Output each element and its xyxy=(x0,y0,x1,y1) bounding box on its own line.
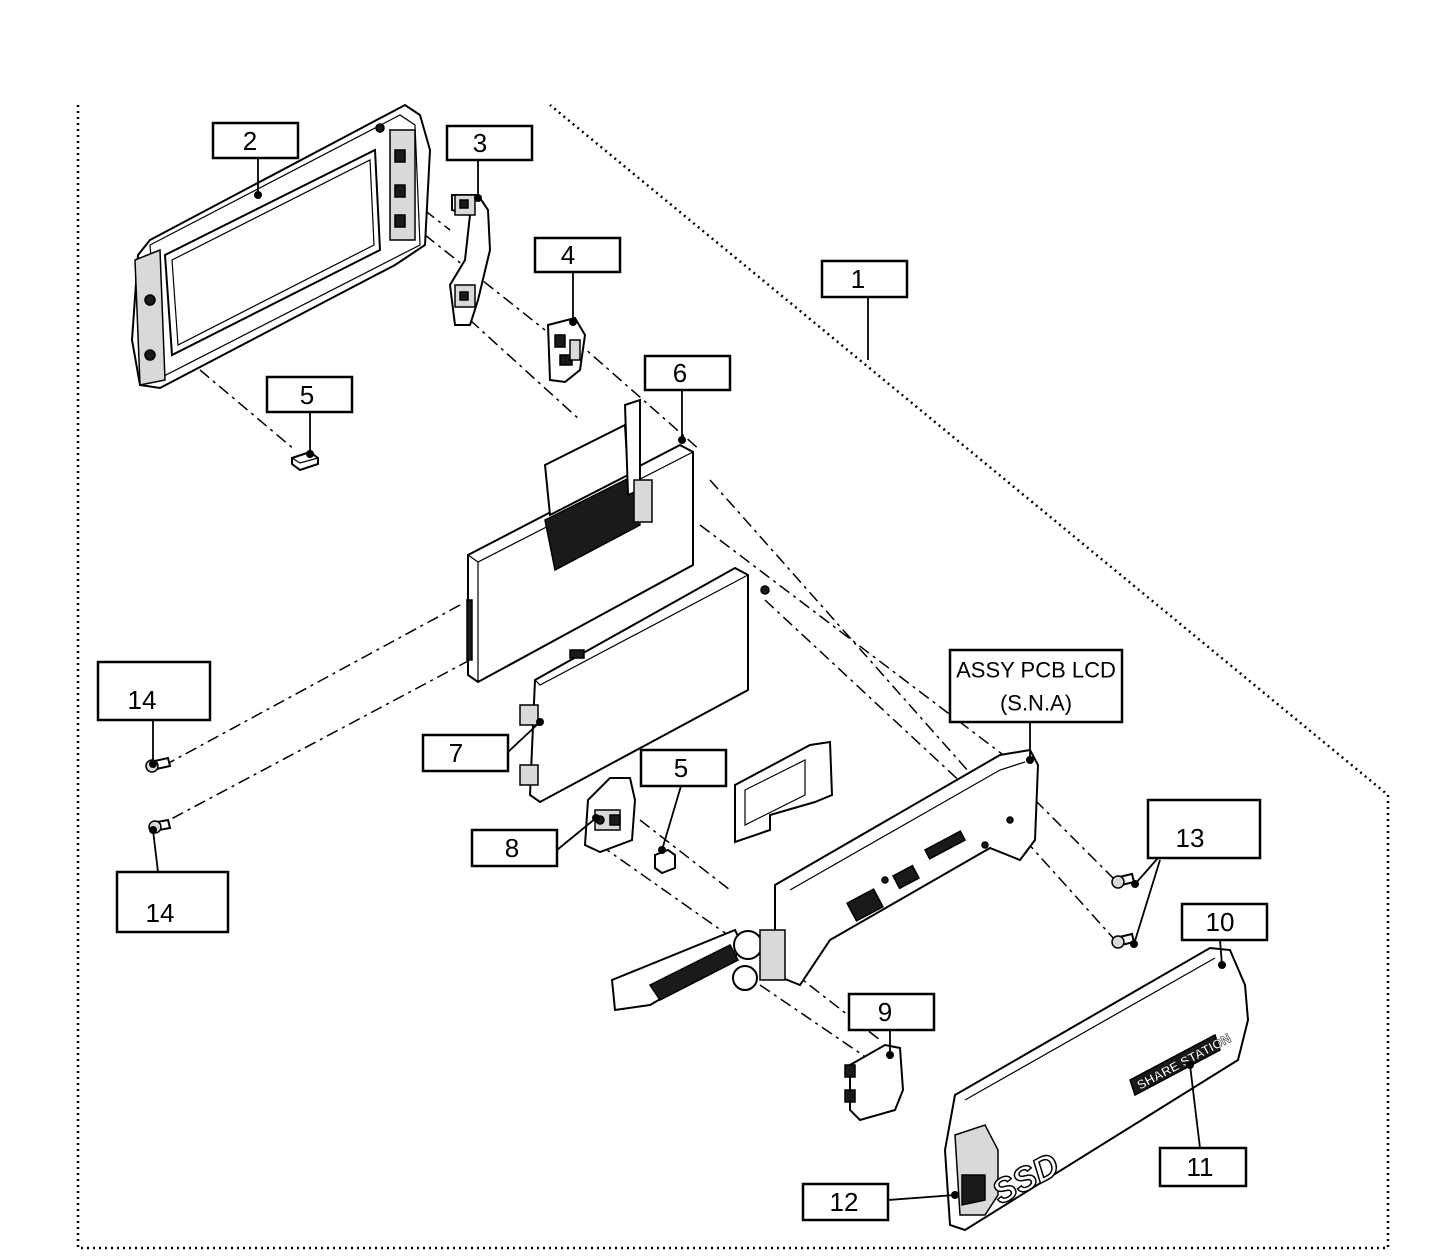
callout-5-lower: 5 xyxy=(639,748,728,788)
assy-label-line1: ASSY PCB LCD xyxy=(956,658,1116,683)
callout-5-upper: 5 xyxy=(265,375,354,414)
svg-text:6: 6 xyxy=(673,358,687,388)
callout-2: 2 xyxy=(211,121,300,160)
hinge-cover xyxy=(844,1043,905,1122)
assy-pcb-lcd xyxy=(610,740,1040,1012)
callout-12: 12 xyxy=(801,1182,890,1222)
svg-text:9: 9 xyxy=(878,997,892,1027)
cushion-upper xyxy=(291,450,319,472)
lcd-panel xyxy=(466,398,694,684)
svg-text:14: 14 xyxy=(146,898,175,928)
assy-label-line2: (S.N.A) xyxy=(1000,691,1072,716)
rear-cover: SSD SHARE STATION xyxy=(943,946,1250,1232)
hinge-bracket xyxy=(448,194,492,326)
svg-text:13: 13 xyxy=(1176,823,1205,853)
backlight-plate xyxy=(519,566,770,804)
small-bracket xyxy=(546,316,587,384)
svg-text:3: 3 xyxy=(473,128,487,158)
screw-13-upper xyxy=(1111,872,1136,889)
callout-10: 10 xyxy=(1180,902,1269,942)
svg-text:11: 11 xyxy=(1187,1152,1214,1182)
callout-4: 4 xyxy=(533,236,622,274)
callout-7: 7 xyxy=(421,733,510,773)
svg-text:5: 5 xyxy=(674,753,688,783)
svg-text:12: 12 xyxy=(830,1187,859,1217)
svg-text:5: 5 xyxy=(300,380,314,410)
svg-text:7: 7 xyxy=(449,738,463,768)
svg-text:14: 14 xyxy=(128,685,157,715)
callout-11: 11 xyxy=(1158,1146,1248,1188)
callout-13: 13 xyxy=(1146,798,1262,860)
svg-text:4: 4 xyxy=(561,240,575,270)
hinge-unit xyxy=(583,777,637,854)
assy-pcb-lcd-label: ASSY PCB LCD (S.N.A) xyxy=(948,648,1124,724)
svg-text:2: 2 xyxy=(243,126,257,156)
lcd-front-frame xyxy=(130,103,432,390)
callout-9: 9 xyxy=(847,992,936,1032)
alignment-lines xyxy=(157,194,1116,1061)
svg-text:8: 8 xyxy=(505,833,519,863)
callout-3: 3 xyxy=(445,124,534,162)
leaders xyxy=(149,158,1226,1201)
svg-text:1: 1 xyxy=(851,264,865,294)
callout-1: 1 xyxy=(820,259,909,299)
assembly-boundary xyxy=(76,104,1390,1250)
callout-8: 8 xyxy=(470,828,559,868)
svg-text:10: 10 xyxy=(1206,907,1235,937)
callout-6: 6 xyxy=(643,354,732,392)
callout-14-upper: 14 xyxy=(96,660,212,722)
callout-14-lower: 14 xyxy=(115,870,230,934)
cushion-lower xyxy=(654,848,676,875)
